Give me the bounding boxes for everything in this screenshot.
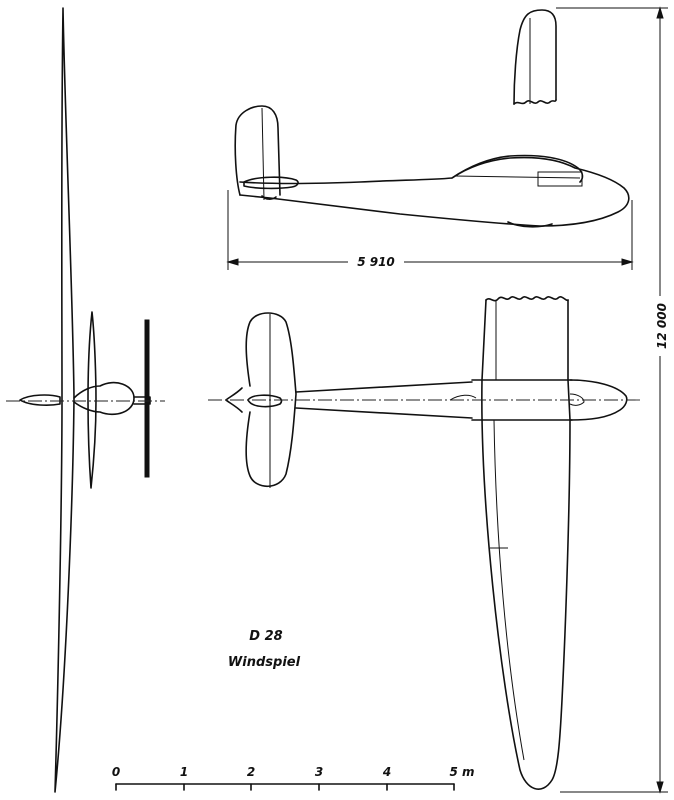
span-dimension: 12 000 xyxy=(556,6,669,794)
front-view-tail-cone xyxy=(19,394,61,406)
top-view xyxy=(208,296,640,790)
aircraft-name: Windspiel xyxy=(228,655,301,670)
top-view-cockpit xyxy=(449,393,585,406)
top-view-tailplane xyxy=(245,312,297,488)
fin-detail-outline xyxy=(513,9,557,105)
top-view-nose xyxy=(569,379,628,421)
side-view xyxy=(234,105,630,228)
side-view-rudder-hinge xyxy=(261,107,265,201)
front-view-fin xyxy=(144,319,150,478)
length-dimension-label: 5 910 xyxy=(357,255,395,269)
side-view-tail-skid xyxy=(261,195,277,200)
top-view-fuselage-boom xyxy=(295,381,473,419)
scale-label-5: 5 m xyxy=(449,765,474,779)
scale-label-3: 3 xyxy=(315,765,323,779)
scale-bar: 0 1 2 3 4 5 m xyxy=(112,765,475,791)
scale-label-4: 4 xyxy=(382,765,391,779)
aircraft-designation: D 28 xyxy=(249,629,282,644)
front-view-fuselage xyxy=(73,381,135,416)
span-dimension-label: 12 000 xyxy=(655,303,669,349)
front-view-stabilizer xyxy=(87,311,97,489)
side-view-stabilizer xyxy=(243,176,299,190)
top-view-tail-fairing xyxy=(247,394,283,408)
top-view-wing-break xyxy=(485,296,569,302)
front-view-wing xyxy=(54,7,75,793)
front-view xyxy=(6,7,165,793)
length-arrow-left xyxy=(226,258,239,266)
side-view-fin-rudder xyxy=(234,105,281,196)
scale-label-0: 0 xyxy=(112,765,120,779)
side-view-fuselage xyxy=(239,156,630,227)
length-arrow-right xyxy=(621,258,634,266)
side-view-cockpit-frame xyxy=(537,171,583,187)
scale-label-2: 2 xyxy=(247,765,255,779)
top-view-wing-root xyxy=(471,379,573,421)
span-arrow-bottom xyxy=(656,781,664,794)
side-view-main-skid xyxy=(507,221,553,228)
fin-detail-break xyxy=(513,99,557,105)
scale-bar-ticks xyxy=(115,783,455,791)
side-view-canopy-line xyxy=(454,175,581,179)
scale-label-1: 1 xyxy=(180,765,188,779)
fin-detail-view xyxy=(513,9,557,105)
front-view-skid xyxy=(133,396,151,405)
span-arrow-top xyxy=(656,6,664,19)
length-dimension: 5 910 xyxy=(226,190,634,270)
top-view-wing-spar xyxy=(493,300,525,761)
top-view-wing xyxy=(481,299,571,790)
